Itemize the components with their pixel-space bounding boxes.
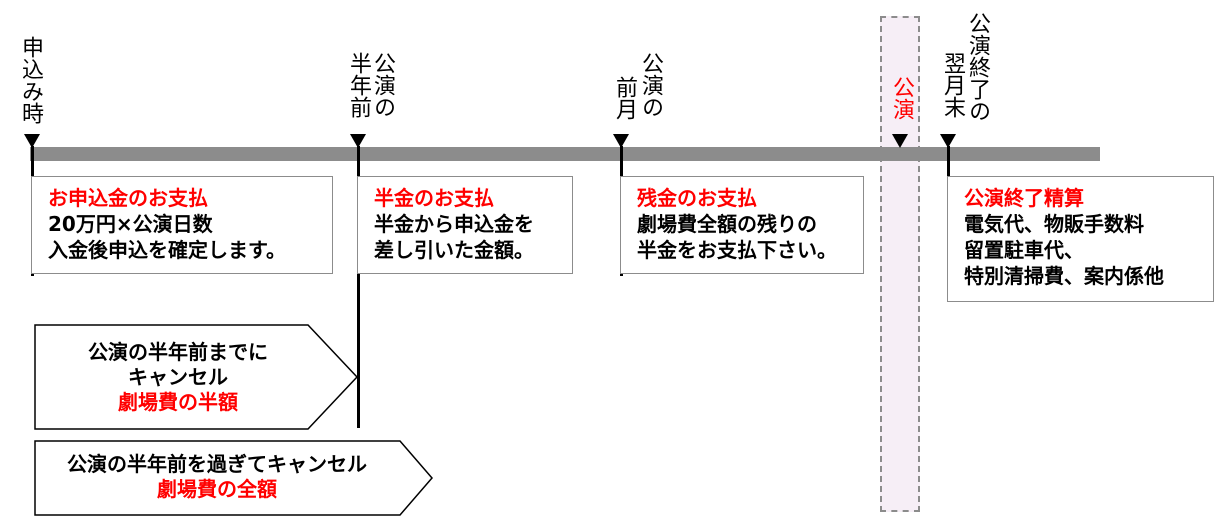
box-apply-line: 入金後申込を確定します。 (48, 238, 286, 262)
box-half-line: 差し引いた金額。 (374, 238, 534, 262)
box-apply-line: 20万円×公演日数 (48, 212, 213, 236)
box-half-payment: 半金のお支払 半金から申込金を 差し引いた金額。 (357, 176, 573, 274)
performance-band (880, 16, 920, 512)
cancel-before-arrow-shape (34, 324, 359, 430)
milestone-performance-marker (892, 134, 908, 148)
timeline-bar (30, 147, 1100, 161)
milestone-apply-marker (24, 134, 40, 148)
cancel-after-text: 公演の半年前を過ぎてキャンセル 劇場費の全額 (36, 452, 398, 502)
box-settlement-line: 留置駐車代、 (964, 238, 1084, 262)
milestone-month-label-2: 前月 (612, 76, 637, 120)
box-settlement-line: 特別清掃費、案内係他 (964, 264, 1164, 288)
milestone-half-year-line (357, 146, 360, 428)
milestone-end-label-2: 翌月末 (940, 52, 965, 118)
cancel-before-line: キャンセル (128, 365, 228, 389)
box-settlement: 公演終了精算 電気代、物販手数料 留置駐車代、 特別清掃費、案内係他 (947, 176, 1214, 302)
cancel-after-line: 公演の半年前を過ぎてキャンセル (67, 452, 367, 476)
box-rest-line: 劇場費全額の残りの (637, 212, 817, 236)
milestone-month-label-1: 公演の (638, 52, 663, 118)
milestone-end-label-1: 公演終了の (965, 12, 990, 122)
milestone-half-year-marker (350, 134, 366, 148)
milestone-apply-label: 申込み時 (18, 36, 43, 124)
milestone-half-year-label-1: 公演の (370, 52, 395, 118)
cancel-before-fee: 劇場費の半額 (118, 390, 238, 414)
box-rest-title: 残金のお支払 (637, 186, 757, 210)
box-apply-title: お申込金のお支払 (48, 186, 208, 210)
box-settlement-line: 電気代、物販手数料 (964, 212, 1144, 236)
cancel-before-text: 公演の半年前までに キャンセル 劇場費の半額 (36, 340, 320, 415)
box-half-line: 半金から申込金を (374, 212, 534, 236)
box-rest-payment: 残金のお支払 劇場費全額の残りの 半金をお支払下さい。 (620, 176, 864, 274)
cancel-after-arrow-shape (34, 440, 433, 516)
milestone-end-marker (940, 134, 956, 148)
milestone-performance-label: 公演 (889, 76, 914, 120)
box-settlement-title: 公演終了精算 (964, 186, 1084, 210)
milestone-month-marker (613, 134, 629, 148)
milestone-half-year-label-2: 半年前 (346, 52, 371, 118)
box-half-title: 半金のお支払 (374, 186, 494, 210)
box-apply-payment: お申込金のお支払 20万円×公演日数 入金後申込を確定します。 (31, 176, 333, 274)
cancel-after-fee: 劇場費の全額 (157, 477, 277, 501)
box-rest-line: 半金をお支払下さい。 (637, 238, 837, 262)
cancel-before-line: 公演の半年前までに (88, 340, 268, 364)
